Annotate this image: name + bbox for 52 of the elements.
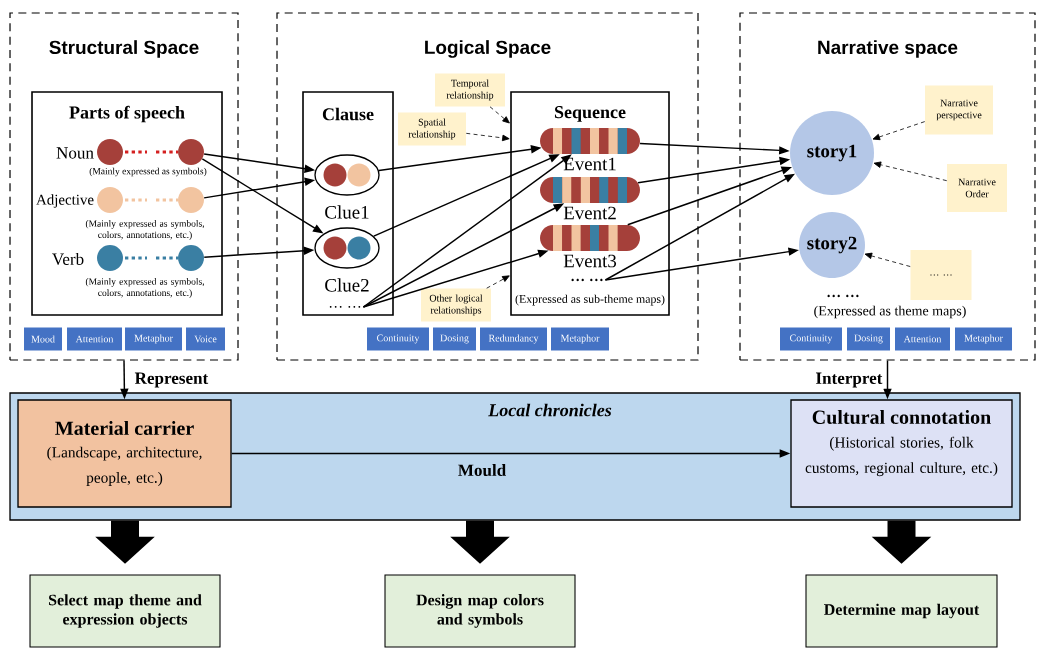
tag: Metaphor: [551, 327, 609, 351]
note-box: Spatial relationship: [398, 112, 466, 146]
dashed-arrow: [489, 106, 510, 124]
edge-label: Represent: [133, 371, 210, 389]
dashed-arrow: [486, 275, 510, 289]
tag: Mood: [24, 327, 62, 351]
card: Cultural connotation (Historical stories, folk customs, regional culture, etc.): [790, 399, 1013, 508]
note-text: (Mainly expressed as symbols): [89, 167, 207, 177]
result-box: Select map theme and expression objects: [29, 574, 221, 648]
ellipsis-text: … …: [827, 294, 859, 298]
dot: [97, 187, 123, 213]
clue-label: Clue2: [325, 278, 369, 292]
tag: Attention: [67, 327, 122, 351]
dashed-arrow: [864, 252, 911, 267]
note-box: … …: [910, 250, 972, 300]
event-label: Event3: [563, 254, 617, 268]
word-class-label: Noun: [56, 147, 94, 159]
ellipsis-text: … …: [329, 306, 361, 308]
event-label: Event2: [563, 206, 616, 220]
tag: Dosing: [433, 327, 476, 351]
note-text: (Expressed as sub-theme maps): [515, 294, 665, 306]
note-text: (Mainly expressed as symbols, colors, annotations, etc.): [85, 220, 204, 240]
note-box: Temporal relationship: [435, 73, 505, 107]
tag: Redundancy: [480, 327, 547, 351]
tag: Metaphor: [125, 327, 182, 351]
ellipsis-text: … …: [571, 278, 603, 282]
result-box: Design map colors and symbols: [384, 574, 576, 648]
note-box: Other logical relationships: [421, 288, 491, 322]
note-box: Narrative Order: [947, 164, 1007, 212]
dot: [178, 139, 204, 165]
result-box: Determine map layout: [805, 574, 998, 648]
dot: [178, 187, 204, 213]
note-text: (Mainly expressed as symbols, colors, annotations, etc.): [85, 278, 204, 298]
tag: Dosing: [847, 327, 890, 351]
dashed-arrow: [873, 161, 948, 182]
tag: Metaphor: [955, 327, 1012, 351]
clue-label: Clue1: [325, 205, 369, 219]
dot: [97, 245, 123, 271]
word-class-label: Adjective: [36, 194, 94, 208]
dashed-arrow: [872, 121, 926, 141]
note-box: Narrative perspective: [925, 85, 993, 135]
dot: [97, 139, 123, 165]
tag: Continuity: [367, 327, 429, 351]
card: Material carrier (Landscape, architecture, people, etc.): [17, 399, 232, 508]
note-text: (Expressed as theme maps): [814, 305, 966, 319]
dot: [178, 245, 204, 271]
tag: Continuity: [780, 327, 842, 351]
tag: Attention: [895, 327, 950, 351]
word-class-label: Verb: [52, 252, 84, 266]
dashed-arrow: [465, 132, 510, 142]
edge-label: Interpret: [814, 371, 884, 389]
tag: Voice: [186, 327, 225, 351]
